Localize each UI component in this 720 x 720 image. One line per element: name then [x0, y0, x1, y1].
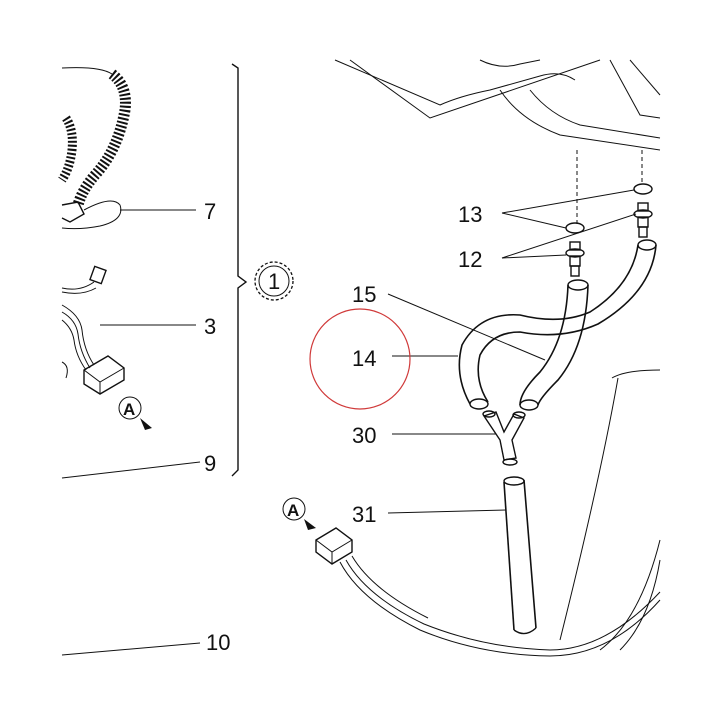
- coiled-cable-left: [58, 115, 77, 183]
- coiled-cable: [72, 69, 131, 207]
- callout-9: 9: [204, 451, 216, 476]
- callout-12: 12: [458, 247, 482, 272]
- hose-14: [458, 244, 639, 405]
- callout-7: 7: [204, 199, 216, 224]
- valve-12-a: [565, 241, 585, 277]
- left-assembly: A: [58, 67, 201, 656]
- connector-mark-a-left: A: [123, 400, 135, 419]
- callout-14: 14: [352, 346, 376, 371]
- callout-group-1: 1: [268, 269, 280, 294]
- tube-31: [503, 476, 537, 635]
- callout-3: 3: [204, 314, 216, 339]
- callout-13: 13: [458, 202, 482, 227]
- callout-15: 15: [352, 282, 376, 307]
- highlight-circle: [309, 308, 411, 410]
- callout-31: 31: [352, 502, 376, 527]
- right-assembly: A: [282, 59, 661, 657]
- harness-connector: [315, 527, 353, 565]
- valve-12-b: [633, 202, 653, 238]
- connector-mark-a-right: A: [287, 501, 299, 520]
- callout-30: 30: [352, 423, 376, 448]
- group-bracket: [231, 63, 248, 477]
- callout-10: 10: [206, 630, 230, 655]
- washer-13-b: [633, 183, 653, 195]
- y-connector-30: [482, 410, 526, 466]
- group-callout-circle: [254, 261, 294, 301]
- hose-15: [519, 284, 569, 406]
